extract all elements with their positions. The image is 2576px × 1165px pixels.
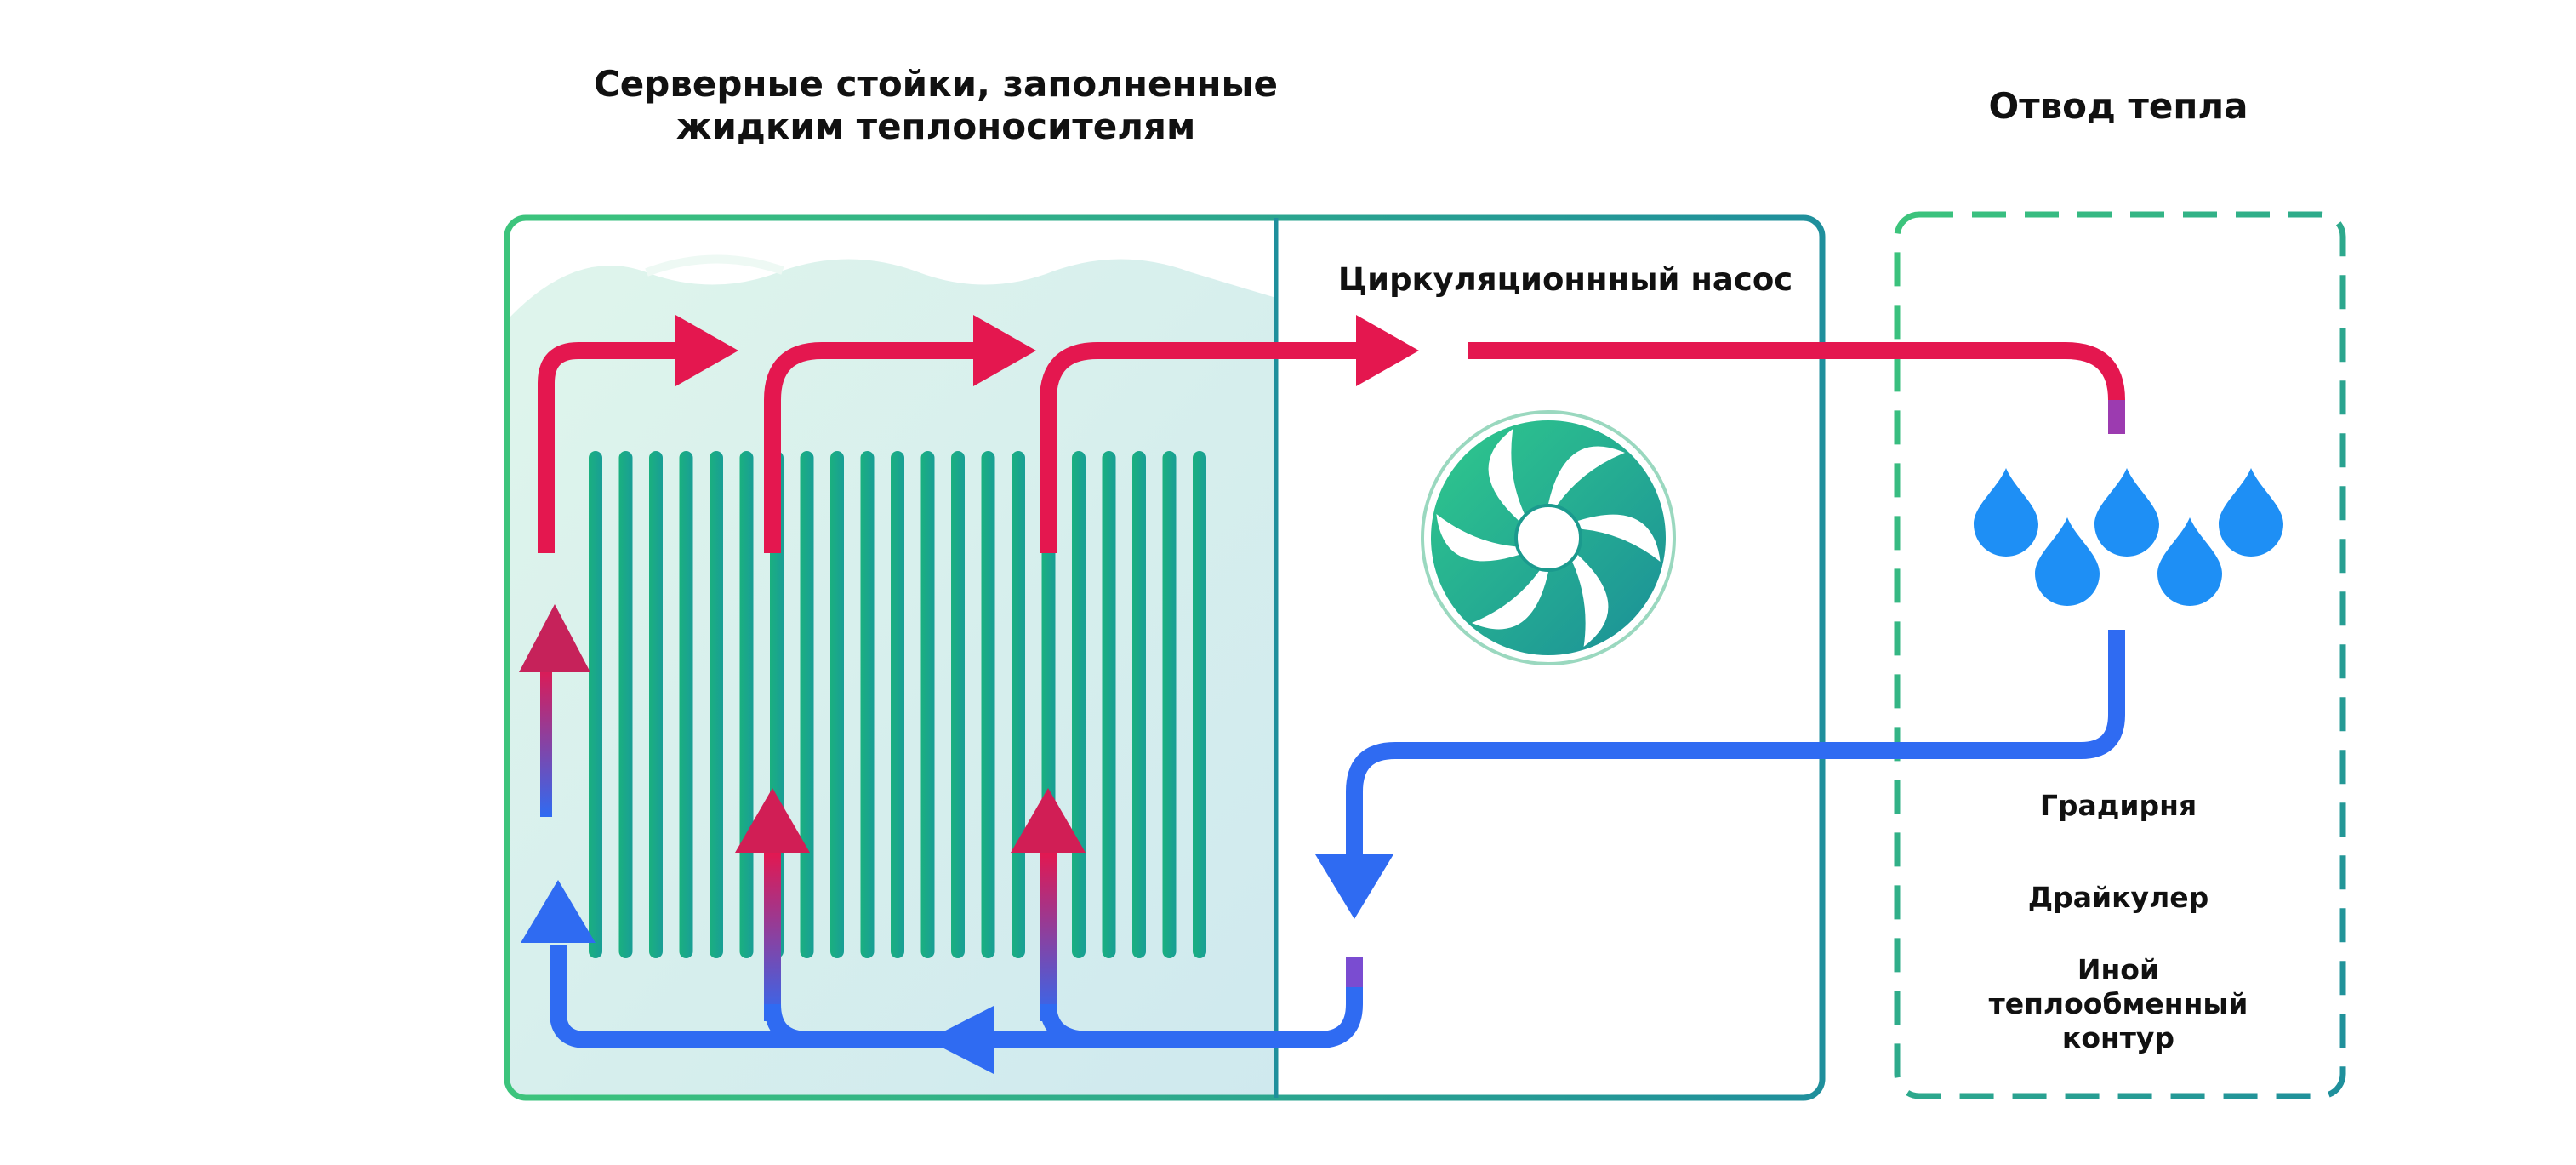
cold-flow (550, 630, 2125, 1048)
radiator-fins (589, 451, 1206, 958)
radiator-fin (830, 451, 844, 958)
radiator-fin (1012, 451, 1025, 958)
radiator-fin (1102, 451, 1116, 958)
radiator-fin (679, 451, 693, 958)
server-racks-title-line2: жидким теплоносителям (675, 106, 1196, 147)
radiator-fin (860, 451, 875, 958)
fan-blade (1436, 514, 1519, 562)
drycooler-label: Драйкулер (2027, 881, 2209, 914)
other-circuit-line2: теплообменный (1988, 987, 2248, 1020)
heat-removal-title: Отвод тепла (1988, 85, 2248, 127)
water-drop-icon (2219, 468, 2283, 557)
water-drop-icon (2157, 517, 2222, 606)
radiator-fin (589, 451, 602, 958)
cooling-tower-label: Градирня (2039, 789, 2197, 822)
server-rack-frame (504, 214, 1826, 1101)
circulation-pump-label: Циркуляционнный насос (1337, 261, 1793, 298)
heat-removal-frame (1894, 211, 2346, 1099)
hot-arrowheads (675, 315, 1419, 386)
server-racks-title-line1: Серверные стойки, заполненные (593, 63, 1279, 105)
cold-arrowheads (521, 854, 1393, 1074)
radiator-fin (710, 451, 723, 958)
water-drops (1974, 468, 2283, 606)
radiator-fin (920, 451, 935, 958)
water-drop-icon (2094, 468, 2159, 557)
radiator-fin (1132, 451, 1146, 958)
radiator-fin (739, 451, 754, 958)
fan-blade (1577, 514, 1661, 562)
radiator-fin (618, 451, 633, 958)
fan-blade (1571, 555, 1609, 647)
water-drop-icon (2035, 517, 2100, 606)
other-circuit-line3: контур (2061, 1021, 2175, 1054)
rising-flow (519, 604, 1086, 1021)
fan-blade (1548, 446, 1625, 505)
water-drop-icon (1974, 468, 2038, 557)
radiator-fin (649, 451, 663, 958)
radiator-fin (981, 451, 995, 958)
fan-icon (1421, 410, 1676, 665)
radiator-fin (1162, 451, 1177, 958)
radiator-fin (1072, 451, 1086, 958)
radiator-fin (1193, 451, 1206, 958)
radiator-fin (951, 451, 965, 958)
hot-flow (538, 342, 2125, 553)
other-circuit-label: Иной теплообменный контур (1957, 953, 2280, 1055)
radiator-fin (891, 451, 904, 958)
server-racks-title: Серверные стойки, заполненные жидким теп… (544, 63, 1327, 148)
fan-blade (1488, 429, 1525, 521)
radiator-fin (800, 451, 814, 958)
other-circuit-line1: Иной (2077, 953, 2160, 986)
fan-blade (1472, 570, 1548, 630)
